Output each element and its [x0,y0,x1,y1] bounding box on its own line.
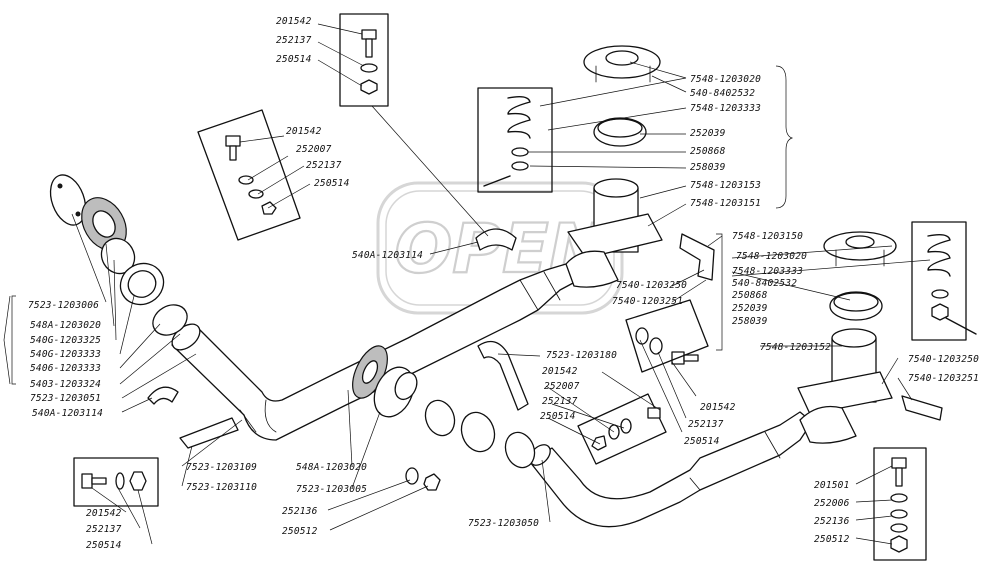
part-labels: 201542 252137 250514 201542 252007 25213… [28,16,979,551]
label-7548-1203020-r: 7548-1203020 [736,251,807,262]
center-ring-b [460,411,496,453]
label-250868-r: 250868 [732,290,768,301]
rear-exhaust-pipe [529,411,813,528]
label-258039: 258039 [690,162,726,173]
bracket-7540-1203250-mid [679,233,715,281]
label-7548-1203020-top: 7548-1203020 [690,74,761,85]
center-joint [352,345,418,418]
label-252039: 252039 [690,128,726,139]
label-7548-1203152: 7548-1203152 [760,342,831,353]
label-252137-r: 252137 [688,419,724,430]
spring-box-right [911,221,967,341]
right-flange-assembly [823,221,977,341]
label-250514-r: 250514 [684,436,720,447]
label-7523-1203109: 7523-1203109 [186,462,257,473]
center-ring-c [504,431,536,469]
label-548a-1203020-b: 548A-1203020 [296,462,367,473]
label-540-8402532-r: 540-8402532 [732,278,797,289]
label-252136-b: 252136 [282,506,318,517]
label-252137-c: 252137 [542,396,578,407]
bracket-7540-1203250-right [901,395,943,421]
label-252137-bl: 252137 [86,524,122,535]
fastener-group-mid [197,109,301,241]
label-540g-1203325: 540G-1203325 [30,335,101,346]
top-flange-assembly [477,45,661,193]
left-flange-stack [49,174,188,336]
label-252007-mid: 252007 [296,144,332,155]
label-540g-1203333: 540G-1203333 [30,349,101,360]
top-silencer [565,178,663,288]
label-252007-c: 252007 [544,381,580,392]
fastener-group-center [577,393,667,465]
label-5403-1203324: 5403-1203324 [30,379,101,390]
label-5406-1203333: 5406-1203333 [30,363,101,374]
label-7523-1203050: 7523-1203050 [468,518,539,529]
label-258039-r: 258039 [732,316,768,327]
left-ring-c [152,304,188,336]
spring-right [927,233,951,277]
label-7540-1203250-mid: 7540-1203250 [616,280,687,291]
label-201542-c: 201542 [542,366,578,377]
label-250512-b: 250512 [282,526,318,537]
label-7523-1203006: 7523-1203006 [28,300,99,311]
label-252137-mid: 252137 [306,160,342,171]
label-7523-1203051: 7523-1203051 [30,393,101,404]
label-250514-c: 250514 [540,411,576,422]
label-7523-1203110: 7523-1203110 [186,482,257,493]
fastener-group-top [339,13,389,107]
silencer-base-top [567,213,663,259]
leader-lines [71,23,931,545]
label-7548-1203333-r: 7548-1203333 [732,266,803,277]
label-7540-1203250-r: 7540-1203250 [908,354,979,365]
label-540a-1203114-l: 540A-1203114 [32,408,103,419]
label-7540-1203251-r: 7540-1203251 [908,373,979,384]
right-silencer [797,328,893,444]
label-250514-bl: 250514 [86,540,122,551]
label-252039-r: 252039 [732,303,768,314]
label-252006: 252006 [814,498,850,509]
silencer-base-right [797,371,893,415]
label-7540-1203251-mid: 7540-1203251 [612,296,683,307]
clamp-540a-left [147,386,179,405]
label-201542-mid: 201542 [286,126,322,137]
label-250514-mid: 250514 [314,178,350,189]
bracket-7523-1203109 [179,417,239,449]
label-252137-top: 252137 [276,35,312,46]
label-7523-1203005: 7523-1203005 [296,484,367,495]
label-201542-r: 201542 [700,402,736,413]
hanger-7523-1203180 [477,340,529,411]
label-7548-1203153: 7548-1203153 [690,180,761,191]
label-250868: 250868 [690,146,726,157]
center-ring-a [424,399,456,437]
label-7548-1203333-top: 7548-1203333 [690,103,761,114]
label-7548-1203150: 7548-1203150 [732,231,803,242]
spring-box-top [477,87,553,193]
bottom-washer-nut [405,467,441,491]
label-201542-top: 201542 [276,16,312,27]
label-548a-1203020-l: 548A-1203020 [30,320,101,331]
label-252136-r: 252136 [814,516,850,527]
brace-lines [3,65,794,385]
label-250514-top: 250514 [276,54,312,65]
label-540-8402532-top: 540-8402532 [690,88,755,99]
fastener-box-mid [197,109,301,241]
center-bolt [625,299,709,373]
label-201501: 201501 [814,480,850,491]
fastener-group-bottom-left [73,457,159,507]
fastener-group-right [873,447,927,561]
rear-pipe-body [529,411,813,528]
label-540a-1203114-top: 540A-1203114 [352,250,423,261]
center-rings [424,399,536,469]
spring-top [507,95,531,139]
label-201542-bl: 201542 [86,508,122,519]
label-7548-1203151: 7548-1203151 [690,198,761,209]
label-250512-r: 250512 [814,534,850,545]
label-7523-1203180: 7523-1203180 [546,350,617,361]
